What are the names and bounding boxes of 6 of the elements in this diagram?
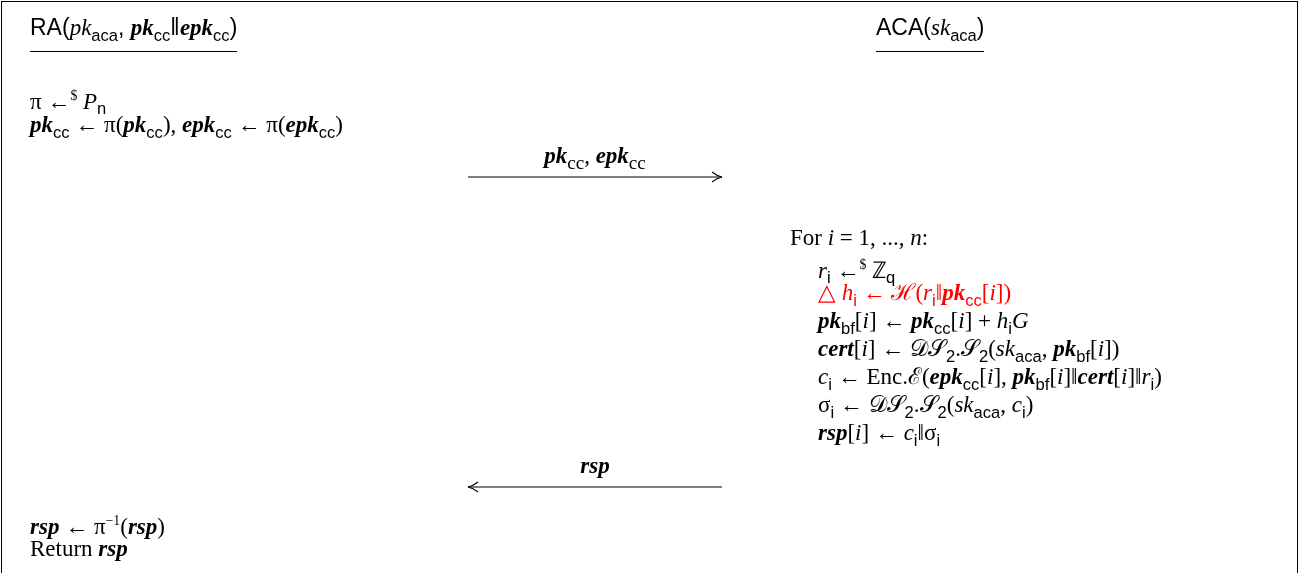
message-label: rsp — [579, 453, 611, 479]
protocol-step: rsp[i] ← c$_{i}$‖σ$_{i}$ — [818, 420, 941, 454]
party-heading: RA(pk$_{aca}$, pk$_{cc}$‖epk$_{cc}$) — [30, 14, 238, 52]
message-label: pk$_{cc}$, epk$_{cc}$ — [542, 143, 647, 169]
protocol-step: For i = 1, ..., n: — [790, 225, 929, 251]
party-heading: ACA(sk$_{aca}$) — [876, 14, 985, 52]
